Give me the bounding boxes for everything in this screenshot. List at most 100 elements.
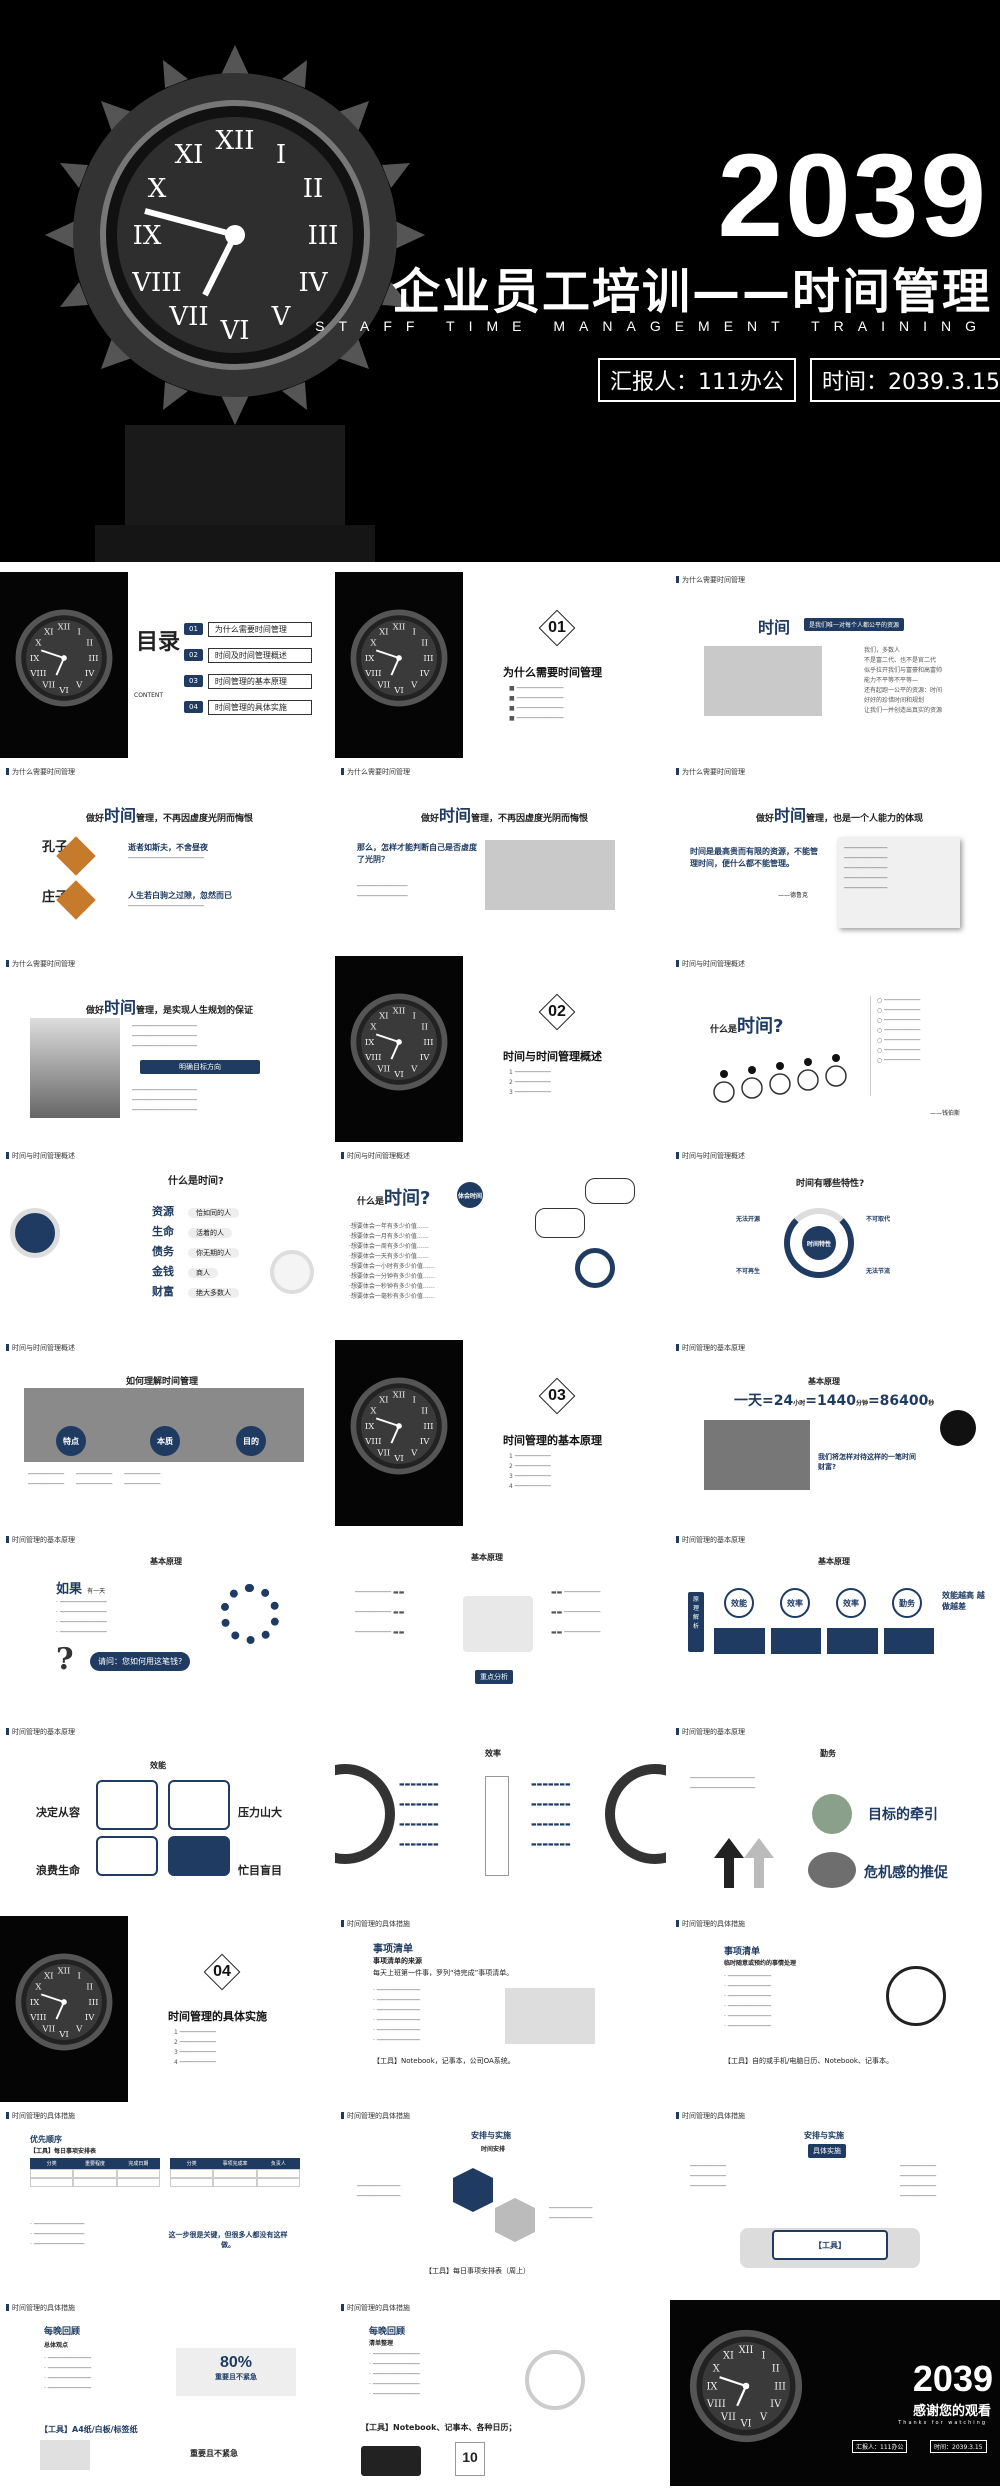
goal-box: 明确目标方向 bbox=[140, 1060, 260, 1074]
paper-illustration bbox=[40, 2440, 90, 2470]
slide-header: 时间与时间管理概述 bbox=[676, 1151, 745, 1161]
task-list-slide: 时间管理的具体措施 事项清单 事项清单的来源 每天上班第一件事，罗列“待完成”事… bbox=[335, 1916, 666, 2102]
review-slide: 时间管理的具体措施 每晚回顾 总体观点 · ────────────· ────… bbox=[0, 2300, 331, 2486]
feature-item: 无法节流 bbox=[866, 1268, 891, 1275]
slide-title: 基本原理 bbox=[471, 1553, 503, 1562]
hourglass-photo bbox=[704, 1420, 810, 1490]
slide-header: 时间与时间管理概述 bbox=[341, 1151, 410, 1161]
section-title: 为什么需要时间管理 bbox=[503, 666, 602, 679]
arrangement-2-slide: 时间管理的具体措施 安排与实施 具体实施 ───────────────────… bbox=[670, 2108, 1000, 2294]
tools-label: 【工具】 bbox=[772, 2230, 888, 2260]
section-title: 时间管理的基本原理 bbox=[503, 1434, 602, 1447]
text-card: ────────────────────────────────────────… bbox=[838, 838, 960, 928]
slide-header: 时间管理的具体措施 bbox=[6, 2303, 75, 2313]
slide-title: 效率 bbox=[485, 1749, 501, 1758]
quadrant-label: 忙目盲目 bbox=[238, 1864, 282, 1877]
slide-header: 时间管理的具体措施 bbox=[341, 1919, 410, 1929]
slide-header: 为什么需要时间管理 bbox=[6, 959, 75, 969]
priority-slide: 时间管理的具体措施 优先顺序 【工具】每日事项安排表 分类重要程度完成日期 分类… bbox=[0, 2108, 331, 2294]
toc-title: 目录 bbox=[136, 630, 181, 655]
frog-icon-2 bbox=[808, 1852, 856, 1888]
svg-text:XI: XI bbox=[175, 140, 204, 170]
fair-caption: 是我们唯一对每个人都公平的资源 bbox=[804, 618, 905, 631]
slide-title: 每晚回顾 bbox=[369, 2327, 406, 2337]
list-text: 每天上班第一件事，罗列“待完成”事项清单。 bbox=[373, 1969, 514, 1977]
judge-question: 那么，怎样才能判断自己是否虚度了光阴？ bbox=[357, 843, 477, 864]
what-row: 债务你无期的人 bbox=[152, 1240, 239, 1260]
manage-item[interactable]: 本质 bbox=[150, 1426, 180, 1456]
basic-analysis-slide: 基本原理 ────────── ▬▬────────── ▬▬─────────… bbox=[335, 1532, 666, 1718]
stat-percent: 80% bbox=[219, 2354, 253, 2371]
runners-photo bbox=[704, 646, 822, 716]
running-clocks-illustration bbox=[713, 1054, 847, 1103]
end-reporter: 汇报人：111办公 bbox=[852, 2440, 908, 2453]
fair-list: 我们，多数人不是富二代、也不是官二代似乎拉开我们与富豪和高富帅能力不平等不平等—… bbox=[864, 647, 943, 714]
efficiency-principle-slide: 时间管理的基本原理 基本原理 原理解析 效能 效率 效率 勤务 效能越高 越做越… bbox=[670, 1532, 1000, 1718]
feature-ring bbox=[784, 1208, 854, 1278]
feature-item: 不可取代 bbox=[866, 1216, 891, 1223]
slide-header: 时间管理的具体措施 bbox=[6, 2111, 75, 2121]
slide-header: 时间与时间管理概述 bbox=[6, 1151, 75, 1161]
slide-header: 时间管理的具体措施 bbox=[676, 1919, 745, 1929]
priority-note: 这一步很是关键，但很多人都没有这样做。 bbox=[168, 2231, 288, 2249]
quote-author: ——钱伯斯 bbox=[930, 1110, 961, 1117]
principle-item: 效率 bbox=[780, 1588, 810, 1618]
gear-icon bbox=[220, 1584, 280, 1644]
slide-title: 时间有哪些特性? bbox=[796, 1179, 865, 1189]
clock-panel bbox=[0, 572, 128, 758]
slide-header: 时间管理的具体措施 bbox=[341, 2303, 410, 2313]
quadrant-label: 压力山大 bbox=[238, 1806, 282, 1819]
slide-title: 什么是时间? bbox=[168, 1176, 224, 1187]
if-money-slide: 时间管理的基本原理 基本原理 如果 有一天 · ─────────────· ─… bbox=[0, 1532, 331, 1718]
slide-headline: 做好时间管理，不再因虚度光阴而悔恨 bbox=[86, 806, 254, 825]
alarm-clock-icon bbox=[575, 1248, 615, 1288]
if-heading: 如果 有一天 bbox=[56, 1582, 106, 1597]
svg-text:IV: IV bbox=[298, 268, 328, 298]
section-title: 时间与时间管理概述 bbox=[503, 1050, 602, 1063]
slide-title: 基本原理 bbox=[808, 1377, 840, 1386]
laptop-photo bbox=[485, 840, 615, 910]
slide-headline: 做好时间管理，也是一个人能力的体现 bbox=[756, 806, 924, 825]
svg-text:II: II bbox=[303, 174, 324, 204]
climber-photo bbox=[30, 1018, 120, 1118]
computer-illustration bbox=[463, 1596, 533, 1652]
slide-header: 时间管理的基本原理 bbox=[6, 1727, 75, 1737]
section-number: 04 bbox=[213, 1963, 231, 1980]
svg-text:III: III bbox=[308, 221, 339, 251]
notebook-icon bbox=[361, 2446, 421, 2476]
end-date: 时间：2039.3.15 bbox=[930, 2440, 987, 2453]
clock-icon bbox=[335, 572, 463, 758]
svg-text:IX: IX bbox=[133, 221, 162, 251]
svg-text:VII: VII bbox=[168, 302, 208, 332]
feature-center: 时间特性 bbox=[802, 1226, 836, 1260]
toc-en: CONTENT bbox=[134, 692, 164, 699]
what-row: 财富绝大多数人 bbox=[152, 1280, 239, 1300]
time-word: 时间 bbox=[758, 618, 791, 637]
what-row: 资源恰如同的人 bbox=[152, 1200, 239, 1220]
tools-line: 【工具】Notebook、记事本、各种日历； bbox=[361, 2423, 517, 2432]
slide-title: 如何理解时间管理 bbox=[126, 1377, 199, 1387]
section-01-slide: 01 为什么需要时间管理 ■ ─────────────■ ──────────… bbox=[335, 572, 666, 758]
stat-label: 重要且不紧急 bbox=[215, 2373, 257, 2381]
slide-header: 时间与时间管理概述 bbox=[6, 1343, 75, 1353]
tools-line: 【工具】A4纸/白板/标签纸 bbox=[40, 2425, 138, 2434]
slide-header: 时间管理的基本原理 bbox=[6, 1535, 75, 1545]
slide-header: 为什么需要时间管理 bbox=[676, 767, 745, 777]
slide-title: 效能 bbox=[150, 1761, 166, 1770]
slide-headline: 做好时间管理，不再因虚度光阴而悔恨 bbox=[421, 806, 589, 825]
target-pull: 目标的牵引 bbox=[868, 1807, 938, 1823]
manage-item[interactable]: 目的 bbox=[236, 1426, 266, 1456]
slide-header: 为什么需要时间管理 bbox=[341, 767, 410, 777]
principle-note: 效能越高 越做越差 bbox=[942, 1591, 985, 1611]
what-time-slide: 时间与时间管理概述 什么是时间? ○ ──────────○ ─────────… bbox=[670, 956, 1000, 1142]
slide-title: 事项清单 bbox=[724, 1947, 761, 1957]
hero-year: 2039 bbox=[717, 130, 988, 262]
section-03-slide: 03 时间管理的基本原理 1 ──────────2 ──────────3 ─… bbox=[335, 1340, 666, 1526]
manage-item[interactable]: 特点 bbox=[56, 1426, 86, 1456]
